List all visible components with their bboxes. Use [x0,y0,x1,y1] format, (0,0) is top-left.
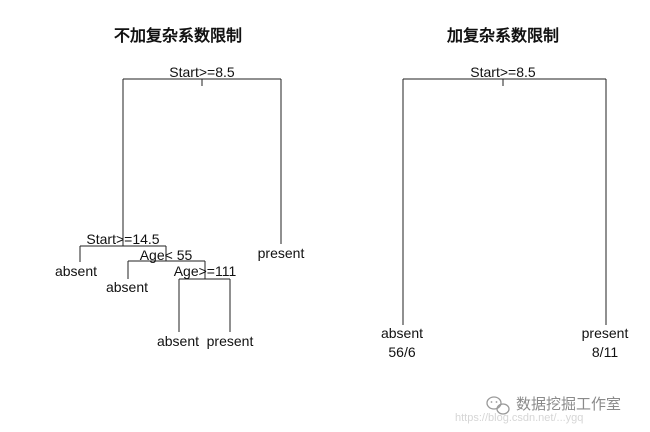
right-root-split-label: Start>=8.5 [470,64,536,80]
watermark-text: 数据挖掘工作室 [516,395,621,413]
wechat-icon [486,396,510,415]
left-leaf-present-2: present [207,333,254,349]
left-age55-split-label: Age< 55 [140,247,193,263]
watermark: https://blog.csdn.net/...ygq 数据挖掘工作室 [455,395,621,424]
watermark-url: https://blog.csdn.net/...ygq [455,412,583,424]
right-leaf-absent-counts: 56/6 [388,344,415,360]
left-leaf-present-1: present [258,245,305,261]
right-leaf-absent: absent [381,325,423,341]
left-leaf-absent-2: absent [106,279,148,295]
left-leaf-absent-3: absent [157,333,199,349]
left-start-split-label: Start>=14.5 [86,231,159,247]
right-tree-panel: 加复杂系数限制 Start>=8.5 absent 56/6 present 8… [381,26,628,360]
left-age111-split-label: Age>=111 [174,263,237,279]
right-leaf-present-counts: 8/11 [592,344,618,360]
left-tree-panel: 不加复杂系数限制 Start>=8.5 Start>=14.5 Age< 55 … [55,26,304,349]
right-leaf-present: present [582,325,629,341]
left-leaf-absent-1: absent [55,263,97,279]
right-panel-title: 加复杂系数限制 [446,26,559,45]
left-panel-title: 不加复杂系数限制 [114,26,242,45]
left-root-split-label: Start>=8.5 [169,64,235,80]
